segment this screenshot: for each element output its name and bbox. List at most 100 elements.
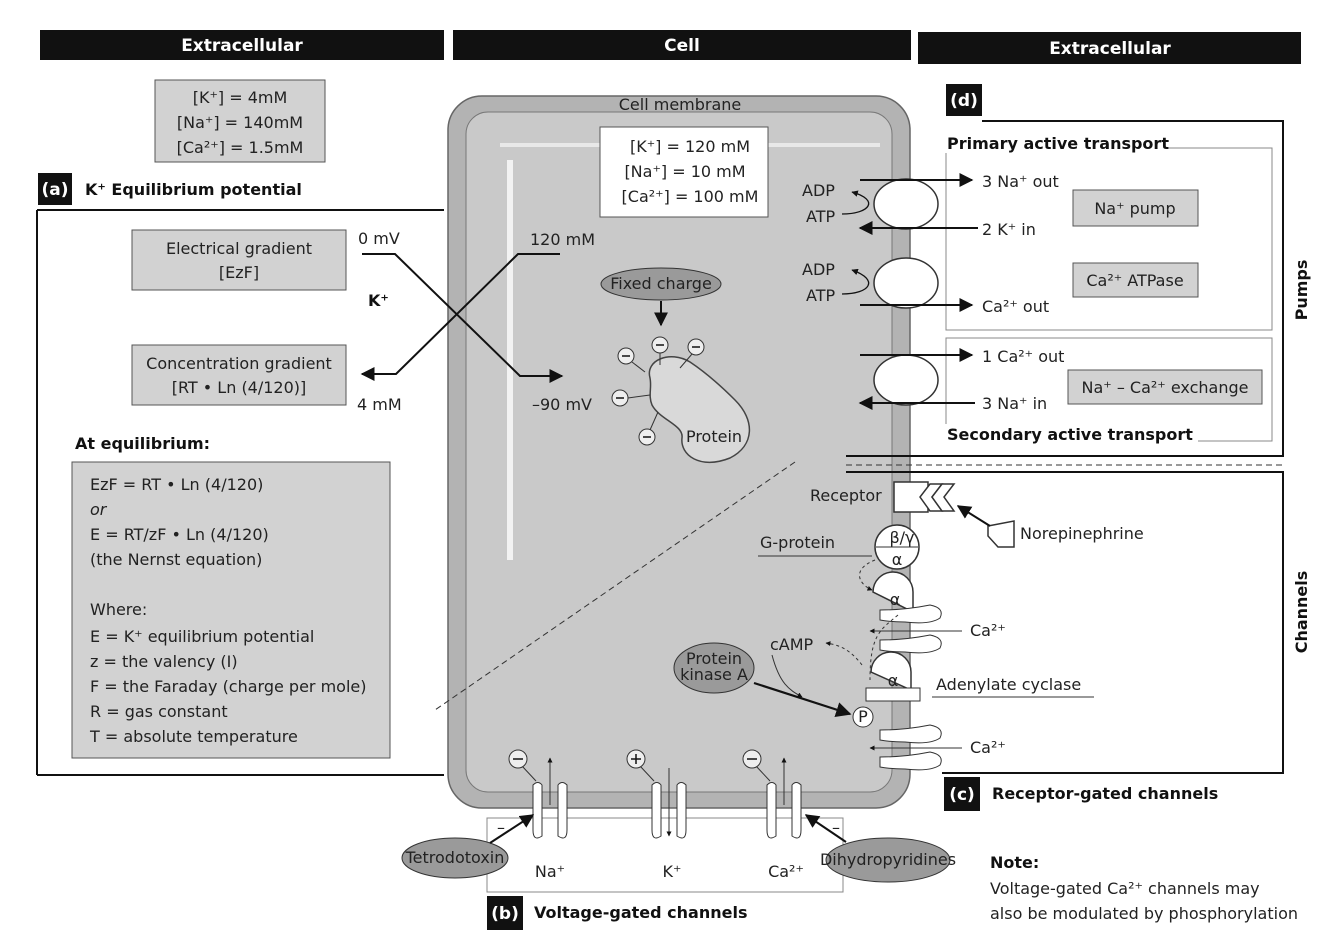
tetrodotoxin-arrow xyxy=(489,814,535,844)
tetrodotoxin-label: Tetrodotoxin xyxy=(405,848,505,867)
ca-out-label: Ca²⁺ out xyxy=(982,297,1049,316)
k-channel-label: K⁺ xyxy=(663,862,682,881)
channel-lower-2 xyxy=(879,751,942,771)
beta-gamma-label: β/γ xyxy=(889,528,914,547)
header-left: Extracellular xyxy=(181,36,303,56)
adp-label-2: ADP xyxy=(802,260,835,279)
norepinephrine-label: Norepinephrine xyxy=(1020,524,1144,543)
channel-upper-2 xyxy=(879,724,942,744)
protein-label: Protein xyxy=(686,427,742,446)
ext-conc-na: [Na⁺] = 140mM xyxy=(177,113,303,132)
channels-label: Channels xyxy=(1292,571,1311,654)
dihydropyridines-arrow xyxy=(804,814,847,843)
channel-upper-1 xyxy=(879,604,942,624)
k-channel xyxy=(626,749,687,839)
one-ca-out-label: 1 Ca²⁺ out xyxy=(982,347,1064,366)
camp-label: cAMP xyxy=(770,635,814,654)
minus-sign-right: – xyxy=(832,818,840,837)
g-alpha-dashed-arrow xyxy=(859,559,876,591)
atp-adp-arrow-2 xyxy=(841,268,870,295)
g-protein-label: G-protein xyxy=(760,533,835,552)
equation-line: E = K⁺ equilibrium potential xyxy=(90,627,314,646)
equation-lines: EzF = RT • Ln (4/120) or E = RT/zF • Ln … xyxy=(89,475,367,746)
panel-c-letter: (c) xyxy=(949,785,975,805)
alpha-label-1: α xyxy=(892,550,903,569)
adenylate-cyclase-icon xyxy=(865,687,921,702)
tetrodotoxin-oval xyxy=(401,837,509,879)
minus-sign-left: – xyxy=(497,818,505,837)
concentration-gradient-line1: Concentration gradient xyxy=(146,354,332,373)
atp-label-2: ATP xyxy=(806,286,835,305)
protein-kinase-a-oval xyxy=(673,642,755,694)
protein-shape xyxy=(648,356,751,464)
pumps-label: Pumps xyxy=(1292,260,1311,321)
int-conc-na: [Na⁺] = 10 mM xyxy=(624,162,745,181)
adp-label-1: ADP xyxy=(802,181,835,200)
panel-b-letter-box xyxy=(487,896,523,930)
ca-atpase-icon xyxy=(873,257,939,309)
electrical-gradient-line2: [EzF] xyxy=(219,263,259,282)
phosphate-label: P xyxy=(858,707,868,726)
k-ion-label: K⁺ xyxy=(368,291,389,310)
pka-label-line1: Protein xyxy=(686,649,742,668)
pka-label-line2: kinase A xyxy=(680,665,748,684)
header-center: Cell xyxy=(664,36,700,56)
two-k-in-label: 2 K⁺ in xyxy=(982,220,1036,239)
minus-ninety-label: –90 mV xyxy=(532,395,592,414)
atp-adp-arrow-1 xyxy=(841,190,870,215)
note-line-2: also be modulated by phosphorylation xyxy=(990,904,1298,923)
three-na-out-label: 3 Na⁺ out xyxy=(982,172,1059,191)
na-ca-exchanger-icon xyxy=(873,354,939,406)
cell-membrane-label: Cell membrane xyxy=(619,95,742,114)
alpha-label-3: α xyxy=(888,671,899,690)
concentration-arrow xyxy=(360,253,560,381)
equation-line: or xyxy=(90,500,108,519)
equation-line: E = RT/zF • Ln (4/120) xyxy=(90,525,269,544)
concentration-gradient-line2: [RT • Ln (4/120)] xyxy=(172,378,307,397)
note-line-1: Voltage-gated Ca²⁺ channels may xyxy=(990,879,1260,898)
equation-line: EzF = RT • Ln (4/120) xyxy=(90,475,263,494)
fixed-charge-label: Fixed charge xyxy=(610,274,712,293)
panel-c-border xyxy=(846,471,1284,774)
header-right: Extracellular xyxy=(1049,39,1171,59)
panel-b-title: Voltage-gated channels xyxy=(534,903,747,922)
equation-line: (the Nernst equation) xyxy=(90,550,262,569)
ca-atpase-box xyxy=(1072,262,1199,298)
header-bar-left xyxy=(40,30,444,60)
intracellular-conc-box xyxy=(599,126,769,218)
electrical-gradient-line1: Electrical gradient xyxy=(166,239,312,258)
secondary-transport-label: Secondary active transport xyxy=(947,425,1193,444)
alpha-subunit-icon xyxy=(872,571,914,614)
diagonal-separator xyxy=(434,461,796,711)
alpha-activation-arrow xyxy=(869,614,899,681)
fixed-charge-oval xyxy=(600,267,722,301)
na-pump-label: Na⁺ pump xyxy=(1094,199,1175,218)
na-channel-label: Na⁺ xyxy=(535,862,565,881)
protein-minus-signs xyxy=(616,344,700,438)
one-twenty-mm-label: 120 mM xyxy=(530,230,595,249)
phosphate-icon xyxy=(852,706,874,728)
panel-c-letter-box xyxy=(944,777,980,811)
electrical-gradient-box xyxy=(131,229,347,291)
concentration-gradient-box xyxy=(131,344,347,406)
na-channel xyxy=(508,749,568,839)
equation-line: T = absolute temperature xyxy=(89,727,298,746)
primary-transport-label: Primary active transport xyxy=(947,134,1169,153)
receptor-label: Receptor xyxy=(810,486,882,505)
extracellular-conc-box xyxy=(154,79,326,163)
three-na-in-label: 3 Na⁺ in xyxy=(982,394,1047,413)
pka-phosphorylation-arrow xyxy=(753,681,852,718)
equation-box xyxy=(71,461,391,759)
panel-a-letter-box xyxy=(38,173,72,205)
header-bar-right xyxy=(918,32,1301,64)
camp-to-pka-arrow xyxy=(771,654,803,698)
electrical-arrow xyxy=(362,253,564,383)
norepinephrine-icon xyxy=(987,520,1015,548)
secondary-label-bg xyxy=(940,424,1198,444)
ca-label-2: Ca²⁺ xyxy=(970,738,1006,757)
panel-d-letter-box xyxy=(946,84,982,116)
ext-conc-k: [K⁺] = 4mM xyxy=(193,88,288,107)
panel-a-title: K⁺ Equilibrium potential xyxy=(85,180,302,199)
atp-label-1: ATP xyxy=(806,207,835,226)
